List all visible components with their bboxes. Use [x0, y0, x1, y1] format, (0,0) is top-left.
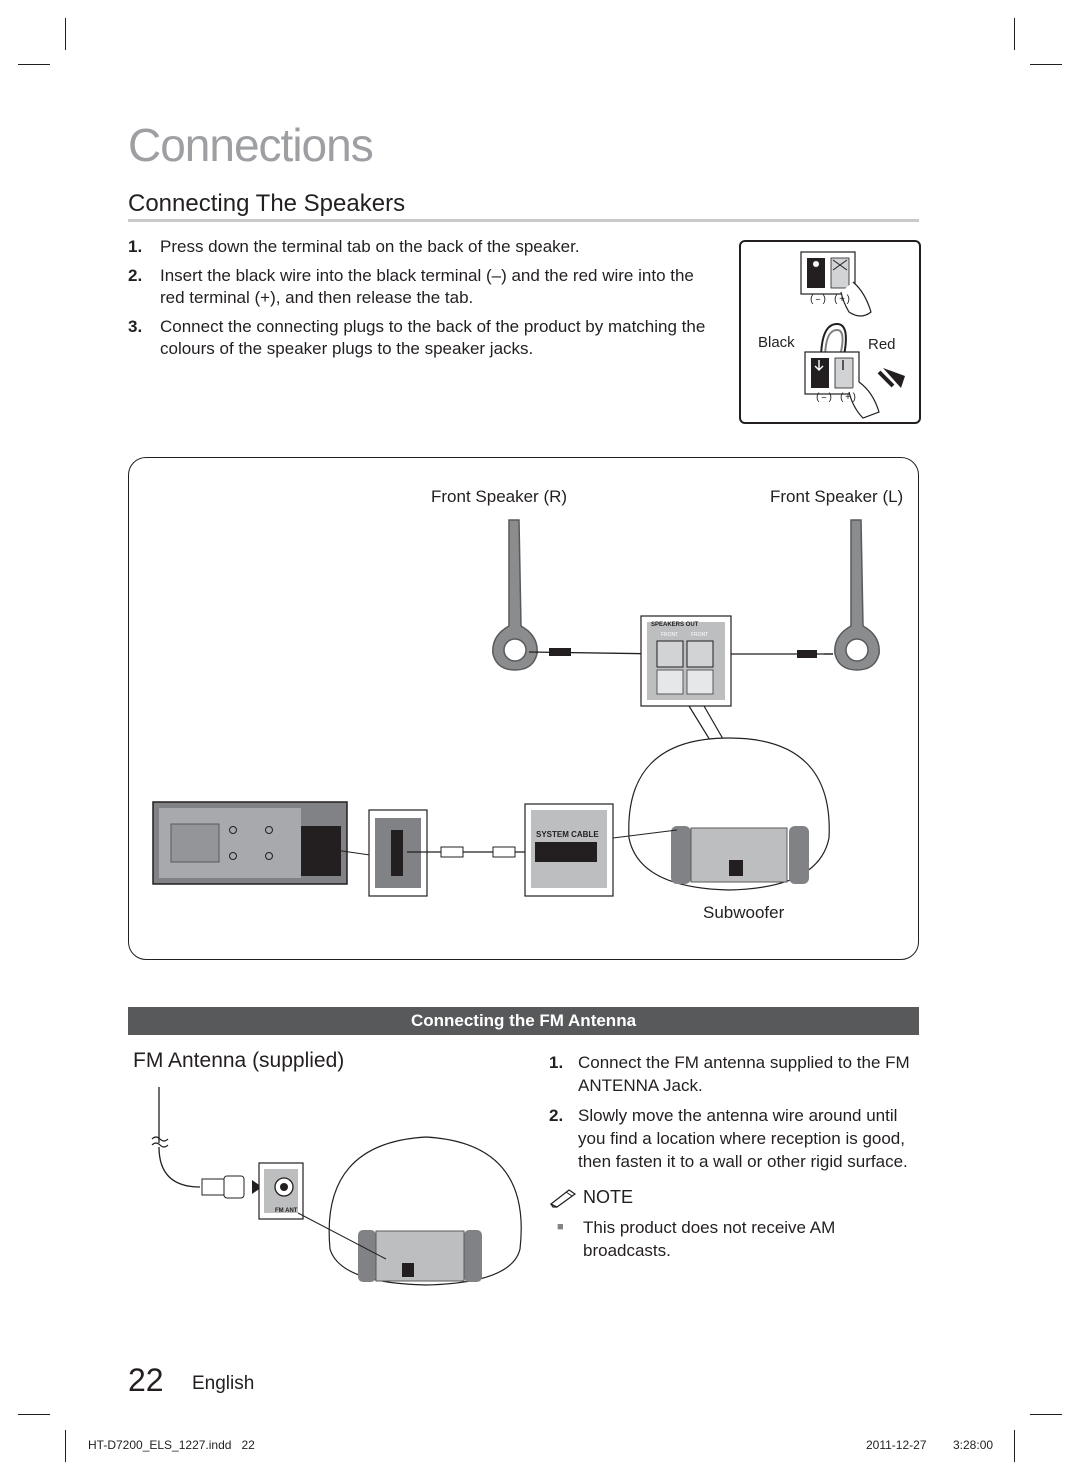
step-number: 1. — [128, 237, 143, 256]
note-label: NOTE — [583, 1187, 634, 1207]
black-wire-label: Black — [758, 334, 795, 351]
terminal-illustration: (–) (+) Black Red (–) (+) — [739, 240, 921, 424]
page-number: 22 — [128, 1362, 164, 1398]
fm-antenna-title: FM Antenna (supplied) — [133, 1049, 345, 1072]
system-cable-label: SYSTEM CABLE — [536, 830, 599, 839]
fm-antenna-drawing — [151, 1087, 522, 1286]
section-title: Connecting The Speakers — [128, 190, 406, 217]
list-item: 1. Connect the FM antenna supplied to th… — [549, 1051, 929, 1097]
step-text: Connect the FM antenna supplied to the F… — [578, 1053, 910, 1095]
polarity-label: (–) (+) — [815, 393, 858, 404]
front-l-jack-label: FRONT — [691, 632, 709, 638]
note-bullet: ■ — [557, 1221, 564, 1233]
note-heading: NOTE — [549, 1187, 879, 1208]
list-item: 2. Slowly move the antenna wire around u… — [549, 1104, 929, 1173]
terminal-drawing — [800, 251, 905, 419]
slug-file: HT-D7200_ELS_1227.indd 22 — [88, 1438, 255, 1452]
subwoofer-label: Subwoofer — [703, 903, 785, 922]
step-number: 3. — [128, 317, 143, 336]
speakers-out-label: SPEAKERS OUT — [651, 622, 699, 628]
crop-mark — [1014, 18, 1015, 50]
front-speaker-r-label: Front Speaker (R) — [431, 487, 568, 506]
note-text: This product does not receive AM broadca… — [583, 1218, 836, 1260]
crop-mark — [1014, 1430, 1015, 1462]
section-rule — [128, 219, 919, 222]
step-text: Insert the black wire into the black ter… — [160, 266, 694, 307]
chapter-title: Connections — [128, 119, 374, 171]
list-item: 3. Connect the connecting plugs to the b… — [128, 316, 718, 360]
step-number: 2. — [549, 1106, 564, 1125]
step-number: 1. — [549, 1053, 564, 1072]
slug-time: 3:28:00 — [953, 1438, 994, 1452]
crop-mark — [1030, 1414, 1062, 1415]
crop-mark — [18, 64, 50, 65]
crop-mark — [18, 1414, 50, 1415]
slug-date: 2011-12-27 — [866, 1438, 927, 1452]
crop-mark — [65, 18, 66, 50]
note-item: ■ This product does not receive AM broad… — [549, 1216, 879, 1262]
step-number: 2. — [128, 266, 143, 285]
note-block: NOTE ■ This product does not receive AM … — [549, 1187, 879, 1262]
fm-section-bar: Connecting the FM Antenna — [128, 1007, 919, 1035]
fm-ant-jack-label: FM ANT — [275, 1208, 298, 1214]
list-item: 1. Press down the terminal tab on the ba… — [128, 236, 718, 258]
fm-antenna-illustration: FM ANT — [140, 1083, 530, 1298]
crop-mark — [1030, 64, 1062, 65]
step-text: Slowly move the antenna wire around unti… — [578, 1106, 908, 1171]
pencil-icon — [549, 1188, 577, 1208]
page-language: English — [192, 1373, 255, 1394]
connection-drawing — [152, 519, 880, 897]
speaker-steps: 1. Press down the terminal tab on the ba… — [128, 236, 718, 367]
step-text: Press down the terminal tab on the back … — [160, 237, 580, 256]
crop-mark — [65, 1430, 66, 1462]
fm-steps: 1. Connect the FM antenna supplied to th… — [549, 1051, 929, 1180]
polarity-label: (–) (+) — [809, 295, 852, 306]
front-speaker-l-label: Front Speaker (L) — [770, 487, 904, 506]
speaker-connection-diagram: Front Speaker (R) Front Speaker (L) SPEA… — [128, 457, 919, 960]
front-r-jack-label: FRONT — [661, 632, 679, 638]
red-wire-label: Red — [868, 336, 896, 353]
step-text: Connect the connecting plugs to the back… — [160, 317, 706, 358]
list-item: 2. Insert the black wire into the black … — [128, 265, 718, 309]
